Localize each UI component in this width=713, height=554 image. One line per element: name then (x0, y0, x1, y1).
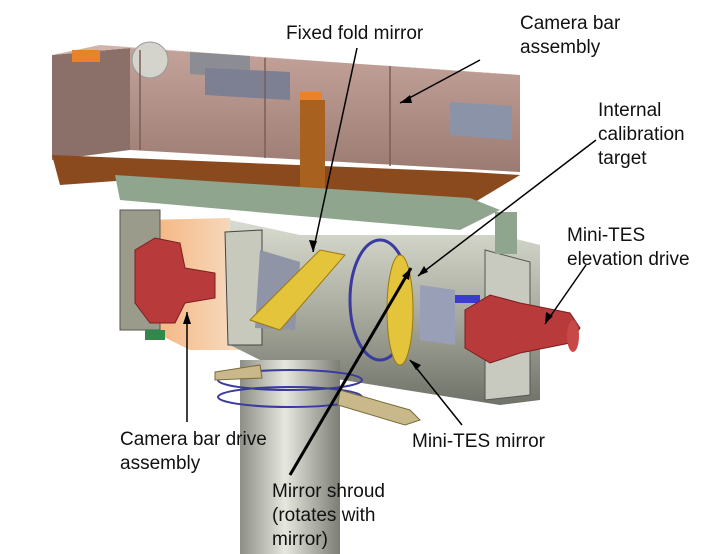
mast-tube (214, 360, 421, 554)
mast-arm (214, 364, 263, 381)
camera-bar-box (450, 102, 512, 140)
fixed-fold-mirror (249, 249, 346, 331)
camera-bar-leader (399, 59, 481, 104)
label-internal-calibration-target: Internal calibration target (598, 100, 685, 169)
arrow-head (545, 312, 553, 324)
arrow-heads (183, 95, 553, 370)
minites-mirror-leader (409, 359, 463, 426)
calibration-target-element (455, 295, 480, 303)
label-camera-bar-assembly: Camera bar assembly (520, 13, 621, 58)
arrow-head (309, 240, 317, 252)
camera-bar-box (205, 68, 290, 100)
camera-bar-drive (119, 209, 240, 350)
housing-end-cap (224, 229, 263, 346)
bronze-frame (52, 155, 520, 205)
mast-tube-body (240, 360, 340, 554)
drive-motor (134, 237, 216, 324)
calibration-target-leader (417, 139, 597, 277)
label-fixed-fold-mirror: Fixed fold mirror (286, 23, 424, 44)
green-mounting-plate (115, 175, 500, 230)
elevation-bracket (495, 212, 517, 254)
mirror-shroud-leader (288, 267, 413, 476)
arrow-head (183, 312, 191, 324)
arrow-head (410, 360, 421, 370)
label-minites-elevation-drive: Mini-TES elevation drive (567, 225, 690, 270)
camera-bar-disk (131, 41, 169, 79)
bronze-bracket (300, 100, 325, 190)
fold-mirror-leader (312, 47, 358, 253)
label-minites-mirror: Mini-TES mirror (412, 431, 545, 452)
elevation-drive-leader (544, 264, 587, 325)
leader-lines (186, 47, 597, 476)
drive-connector (145, 330, 165, 340)
label-mirror-shroud: Mirror shroud (rotates with mirror) (272, 481, 385, 550)
arrow-head (400, 95, 412, 103)
mast-arm (337, 389, 421, 426)
camera-bar-top-face (52, 45, 520, 75)
label-camera-bar-drive-assembly: Camera bar drive assembly (120, 429, 267, 474)
elevation-drive-shaft-end (567, 320, 579, 352)
arrow-head (418, 266, 428, 276)
arrow-head (402, 268, 411, 280)
calibration-target (420, 285, 455, 345)
elevation-drive-motor (464, 294, 581, 364)
orange-clamp (72, 50, 100, 62)
camera-bar (52, 41, 520, 230)
camera-bar-end-face (52, 48, 130, 160)
